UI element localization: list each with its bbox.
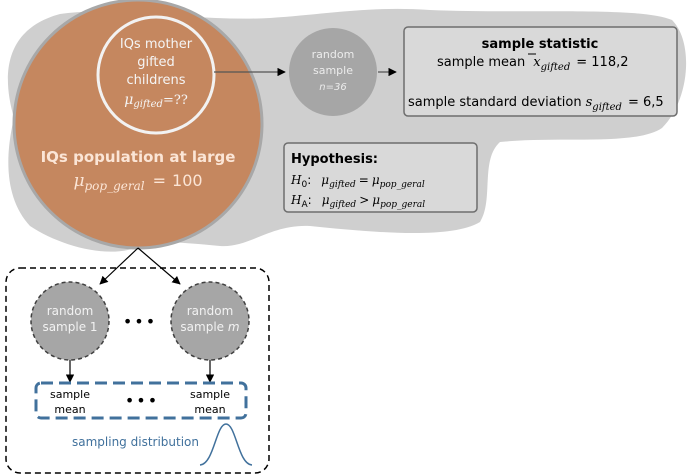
hypothesis-ha: HA:μgifted>μpop_geral xyxy=(290,193,425,210)
subpopulation-mu: μgifted=?? xyxy=(124,92,188,110)
sampling-distribution-label: sampling distribution xyxy=(72,435,199,449)
subpopulation-line2: gifted xyxy=(137,55,175,70)
sample-mean-1-line1: sample xyxy=(50,388,90,401)
hypothesis-h0: H0:μgifted=μpop_geral xyxy=(290,173,425,190)
sample-mean-1-line2: mean xyxy=(54,403,85,416)
random-sample-n: n=36 xyxy=(319,82,346,93)
arrow-to-sample-m xyxy=(137,247,181,285)
sample-mean-m-line2: mean xyxy=(194,403,225,416)
sample-means-box xyxy=(34,381,248,420)
hypothesis-box xyxy=(283,142,478,213)
random-sample-circle xyxy=(289,28,377,116)
random-sample-1-circle xyxy=(30,281,110,361)
sampling-container xyxy=(5,267,270,474)
random-sample-line2: sample xyxy=(313,64,353,77)
random-sample-1-line2: sample 1 xyxy=(42,320,97,334)
bell-curve xyxy=(199,423,253,466)
population-title: IQs population at large xyxy=(41,148,236,166)
subpopulation-line3: childrens xyxy=(127,73,186,88)
statistic-title: sample statistic xyxy=(482,37,599,52)
sample-mean-m-line1: sample xyxy=(190,388,230,401)
random-sample-m-circle xyxy=(170,281,250,361)
random-sample-m-line1: random xyxy=(187,304,234,318)
subpopulation-circle xyxy=(96,15,216,135)
arrow-to-sample-1 xyxy=(99,247,139,285)
random-sample-1-line1: random xyxy=(47,304,94,318)
random-sample-m-line2: sample m xyxy=(180,320,239,334)
samples-ellipsis: ••• xyxy=(123,312,157,331)
random-sample-line1: random xyxy=(312,48,355,61)
population-mu: μpop_geral=100 xyxy=(73,171,202,193)
hypothesis-title: Hypothesis: xyxy=(291,152,378,167)
statistic-box xyxy=(403,26,678,117)
subpopulation-line1: IQs mother xyxy=(120,37,193,52)
means-ellipsis: ••• xyxy=(125,391,159,410)
